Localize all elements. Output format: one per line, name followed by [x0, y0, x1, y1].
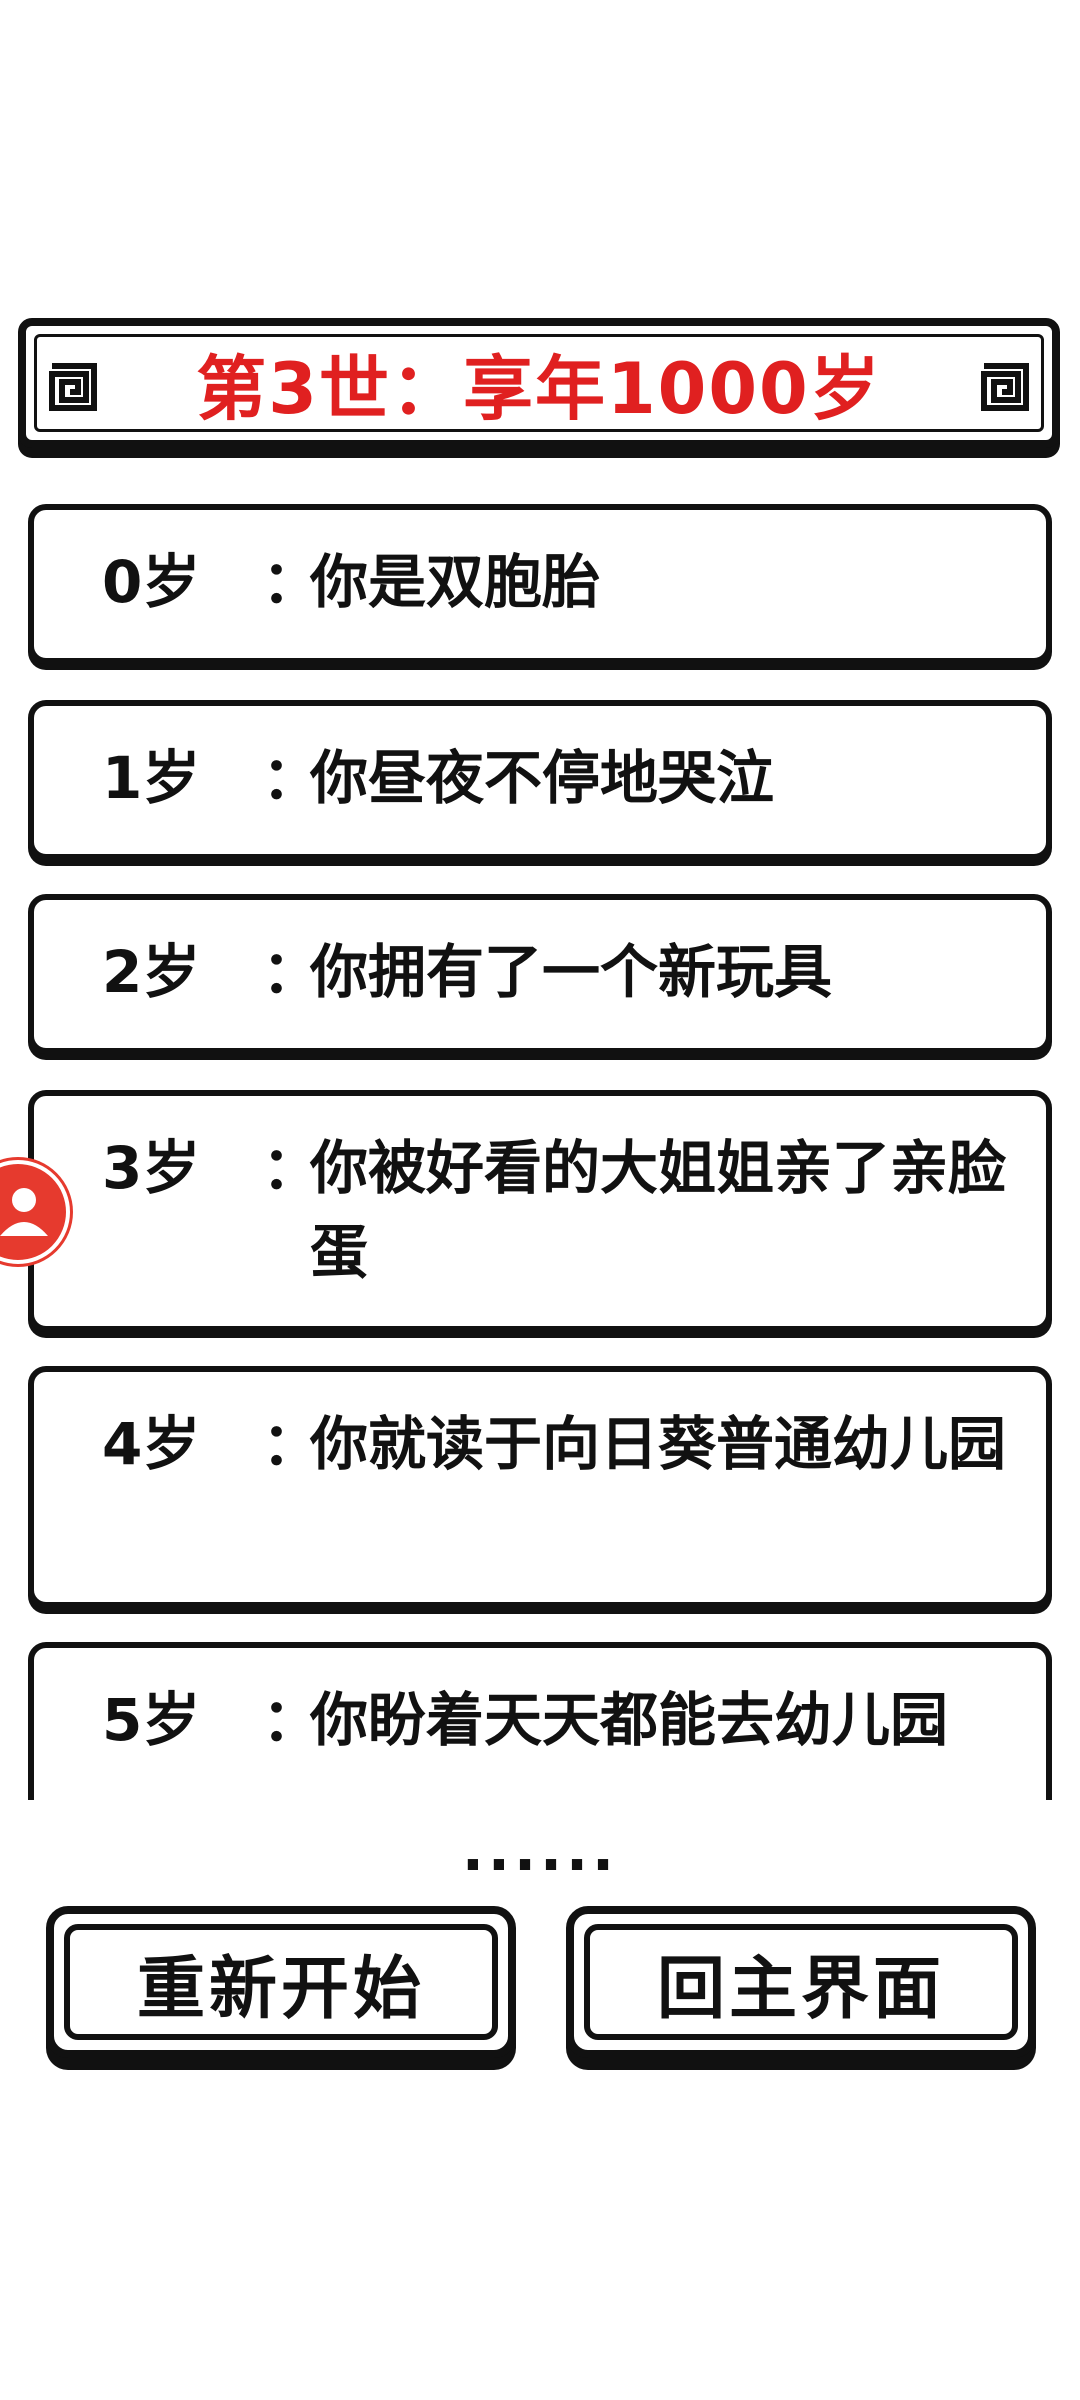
event-age: 4岁: [102, 1410, 201, 1478]
restart-button[interactable]: 重新开始: [46, 1906, 516, 2058]
life-event-card: 0岁 ： 你是双胞胎: [28, 504, 1052, 664]
event-colon: ：: [262, 1686, 321, 1754]
event-text: 你昼夜不停地哭泣: [310, 744, 775, 812]
floating-assistant-icon[interactable]: [0, 1160, 70, 1264]
event-text: 你盼着天天都能去幼儿园: [310, 1686, 949, 1754]
title-banner: 第3世：享年1000岁: [18, 318, 1060, 448]
event-text: 你是双胞胎: [310, 548, 601, 616]
event-text: 你就读于向日葵普通幼儿园: [310, 1410, 1007, 1478]
life-title: 第3世：享年1000岁: [196, 347, 882, 430]
event-colon: ：: [262, 1134, 321, 1202]
event-age: 5岁: [102, 1686, 201, 1754]
event-colon: ：: [262, 548, 321, 616]
life-event-card: 3岁 ： 你被好看的大姐姐亲了亲脸蛋: [28, 1090, 1052, 1332]
life-event-card: 1岁 ： 你昼夜不停地哭泣: [28, 700, 1052, 860]
person-icon: [0, 1188, 48, 1236]
main-menu-button[interactable]: 回主界面: [566, 1906, 1036, 2058]
life-event-card: 2岁 ： 你拥有了一个新玩具: [28, 894, 1052, 1054]
life-event-list[interactable]: 0岁 ： 你是双胞胎 1岁 ： 你昼夜不停地哭泣 2岁 ： 你拥有了一个新玩具 …: [0, 490, 1080, 1800]
spiral-corner-icon: [981, 363, 1029, 411]
event-text: 你被好看的大姐姐亲了亲脸蛋: [310, 1134, 1007, 1286]
event-text: 你拥有了一个新玩具: [310, 938, 833, 1006]
life-event-card: 5岁 ： 你盼着天天都能去幼儿园: [28, 1642, 1052, 1800]
event-age: 3岁: [102, 1134, 201, 1202]
spiral-corner-icon: [49, 363, 97, 411]
event-colon: ：: [262, 938, 321, 1006]
more-indicator: ......: [461, 1816, 619, 1884]
main-menu-button-label: 回主界面: [584, 1924, 1018, 2040]
event-age: 1岁: [102, 744, 201, 812]
event-colon: ：: [262, 1410, 321, 1478]
event-age: 0岁: [102, 548, 201, 616]
event-colon: ：: [262, 744, 321, 812]
event-age: 2岁: [102, 938, 201, 1006]
life-event-card: 4岁 ： 你就读于向日葵普通幼儿园: [28, 1366, 1052, 1608]
restart-button-label: 重新开始: [64, 1924, 498, 2040]
